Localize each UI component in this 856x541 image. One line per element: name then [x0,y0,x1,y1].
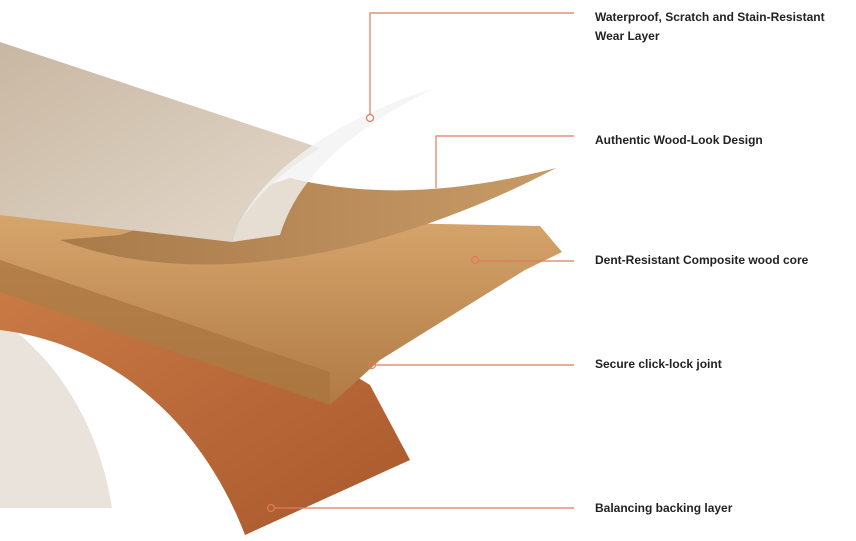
core-edge [0,260,330,405]
callout-lines [266,12,574,513]
core-board [0,215,562,405]
label-wear-layer-line1: Waterproof, Scratch and Stain-Resistant [595,10,825,24]
label-joint: Secure click-lock joint [595,357,722,371]
callout-wear [369,12,574,115]
label-wear-layer: Waterproof, Scratch and Stain-Resistant … [595,8,825,46]
backing-layer [0,285,410,535]
label-design: Authentic Wood-Look Design [595,133,763,147]
label-core: Dent-Resistant Composite wood core [595,253,809,267]
veneer-layer [60,168,556,265]
white-backing-arc [0,320,112,508]
label-wear-layer-line2: Wear Layer [595,29,660,43]
label-backing: Balancing backing layer [595,501,733,515]
wear-layer-film [232,88,435,242]
callout-design [435,135,574,188]
top-board [0,42,320,242]
